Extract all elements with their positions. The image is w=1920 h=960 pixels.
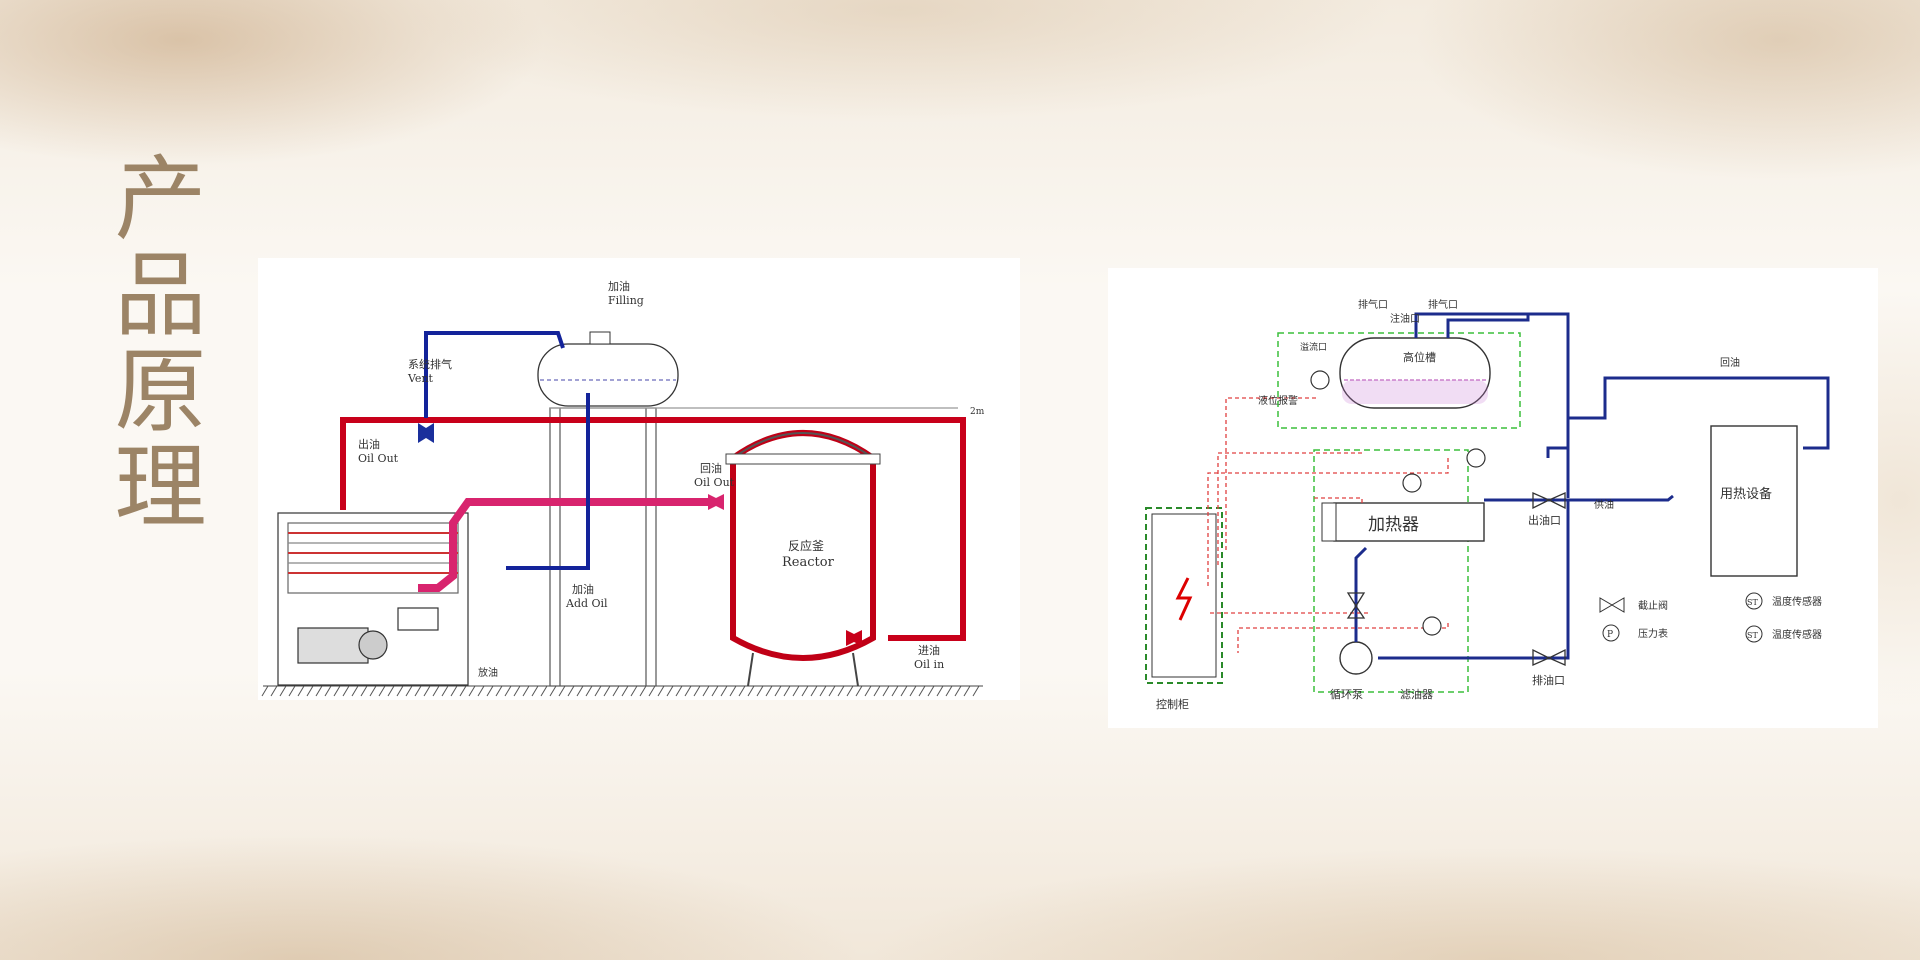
oil-out-top-en-label: Oil Out: [358, 452, 399, 465]
drain-label: 放油: [478, 666, 498, 679]
legend-pressure-symbol: P: [1607, 630, 1613, 640]
oil-out-top-label: 出油: [358, 437, 380, 451]
legend-st-symbol-2: ST: [1747, 631, 1758, 640]
hot-oil-pipes: [340, 417, 966, 641]
exhaust-1-label: 排气口: [1358, 298, 1388, 311]
reactor-en-label: Reactor: [782, 555, 835, 570]
heater: [1321, 502, 1485, 542]
level-gauge-label: 液位报警: [1258, 394, 1298, 407]
expansion-tank: [1339, 337, 1491, 409]
filling-en-label: Filling: [608, 294, 644, 307]
add-oil-label: 加油: [572, 582, 594, 596]
legend-st-symbol-1: ST: [1747, 598, 1758, 607]
legend-temp-sensor-1-label: 温度传感器: [1772, 595, 1822, 608]
right-diagram-panel: 排气口 排气口 注油口 溢流口 高位槽 液位报警 加热器 控制柜 循环泵 滤油器…: [1108, 268, 1878, 728]
oil-filter-label: 滤油器: [1400, 687, 1433, 701]
expansion-tank-group: [1277, 332, 1521, 693]
heat-equipment-label: 用热设备: [1720, 486, 1772, 502]
vent-label: 系统排气: [408, 357, 452, 371]
expansion-tank-label: 高位槽: [1403, 350, 1436, 364]
left-diagram-panel: 加油 Filling 系统排气 Vent 出油 Oil Out 回油 Oil O…: [258, 258, 1020, 700]
return-oil-en-label: Oil Out: [694, 476, 735, 489]
control-cabinet: [1145, 507, 1223, 684]
reactor-vessel: [725, 430, 881, 687]
heater-label: 加热器: [1368, 515, 1419, 535]
expansion-tank: [537, 331, 679, 407]
signal-lines: [1207, 397, 1449, 653]
circulation-pump: [1339, 641, 1373, 675]
support-frame: [549, 407, 958, 687]
exhaust-2-label: 排气口: [1428, 298, 1458, 311]
return-oil-pipes: [418, 498, 720, 592]
reactor-label: 反应釜: [788, 538, 824, 553]
page-title: 产品原理: [99, 150, 206, 534]
heat-equipment: [1710, 425, 1798, 577]
system-flow-diagram: 排气口 排气口 注油口 溢流口 高位槽 液位报警 加热器 控制柜 循环泵 滤油器…: [1145, 298, 1830, 711]
filling-label: 加油: [608, 279, 630, 293]
vent-en-label: Vent: [407, 372, 434, 385]
fill-port-label: 注油口: [1390, 312, 1420, 325]
legend-valve-label: 截止阀: [1638, 599, 1668, 612]
oil-in-en-label: Oil in: [914, 658, 944, 671]
legend: 截止阀 P 压力表 ST 温度传感器 ST 温度传感器: [1599, 592, 1822, 643]
return-label: 回油: [1720, 356, 1740, 369]
oil-pipes: [1354, 312, 1830, 660]
heating-system-diagram: 加油 Filling 系统排气 Vent 出油 Oil Out 回油 Oil O…: [261, 279, 985, 697]
add-oil-en-label: Add Oil: [565, 597, 608, 610]
legend-temp-sensor-2-label: 温度传感器: [1772, 628, 1822, 641]
heater-unit: [277, 512, 469, 686]
oil-in-label: 进油: [918, 643, 940, 657]
ground-line: [261, 685, 983, 697]
valves: [1346, 492, 1566, 666]
supply-label: 供油: [1594, 498, 1614, 511]
sensor-symbols: [1310, 370, 1486, 636]
outlet-port-label: 出油口: [1528, 513, 1561, 527]
legend-pressure-label: 压力表: [1638, 627, 1668, 640]
overflow-port-label: 溢流口: [1300, 341, 1327, 353]
vent-pipes: [424, 331, 590, 570]
drain-port-label: 排油口: [1532, 673, 1565, 687]
height-mark-label: 2m: [970, 407, 985, 417]
valves: [418, 423, 862, 646]
high-voltage-icon: [1175, 577, 1193, 621]
return-oil-label: 回油: [700, 461, 722, 475]
circulation-pump-label: 循环泵: [1330, 688, 1363, 701]
control-cabinet-label: 控制柜: [1156, 697, 1189, 711]
